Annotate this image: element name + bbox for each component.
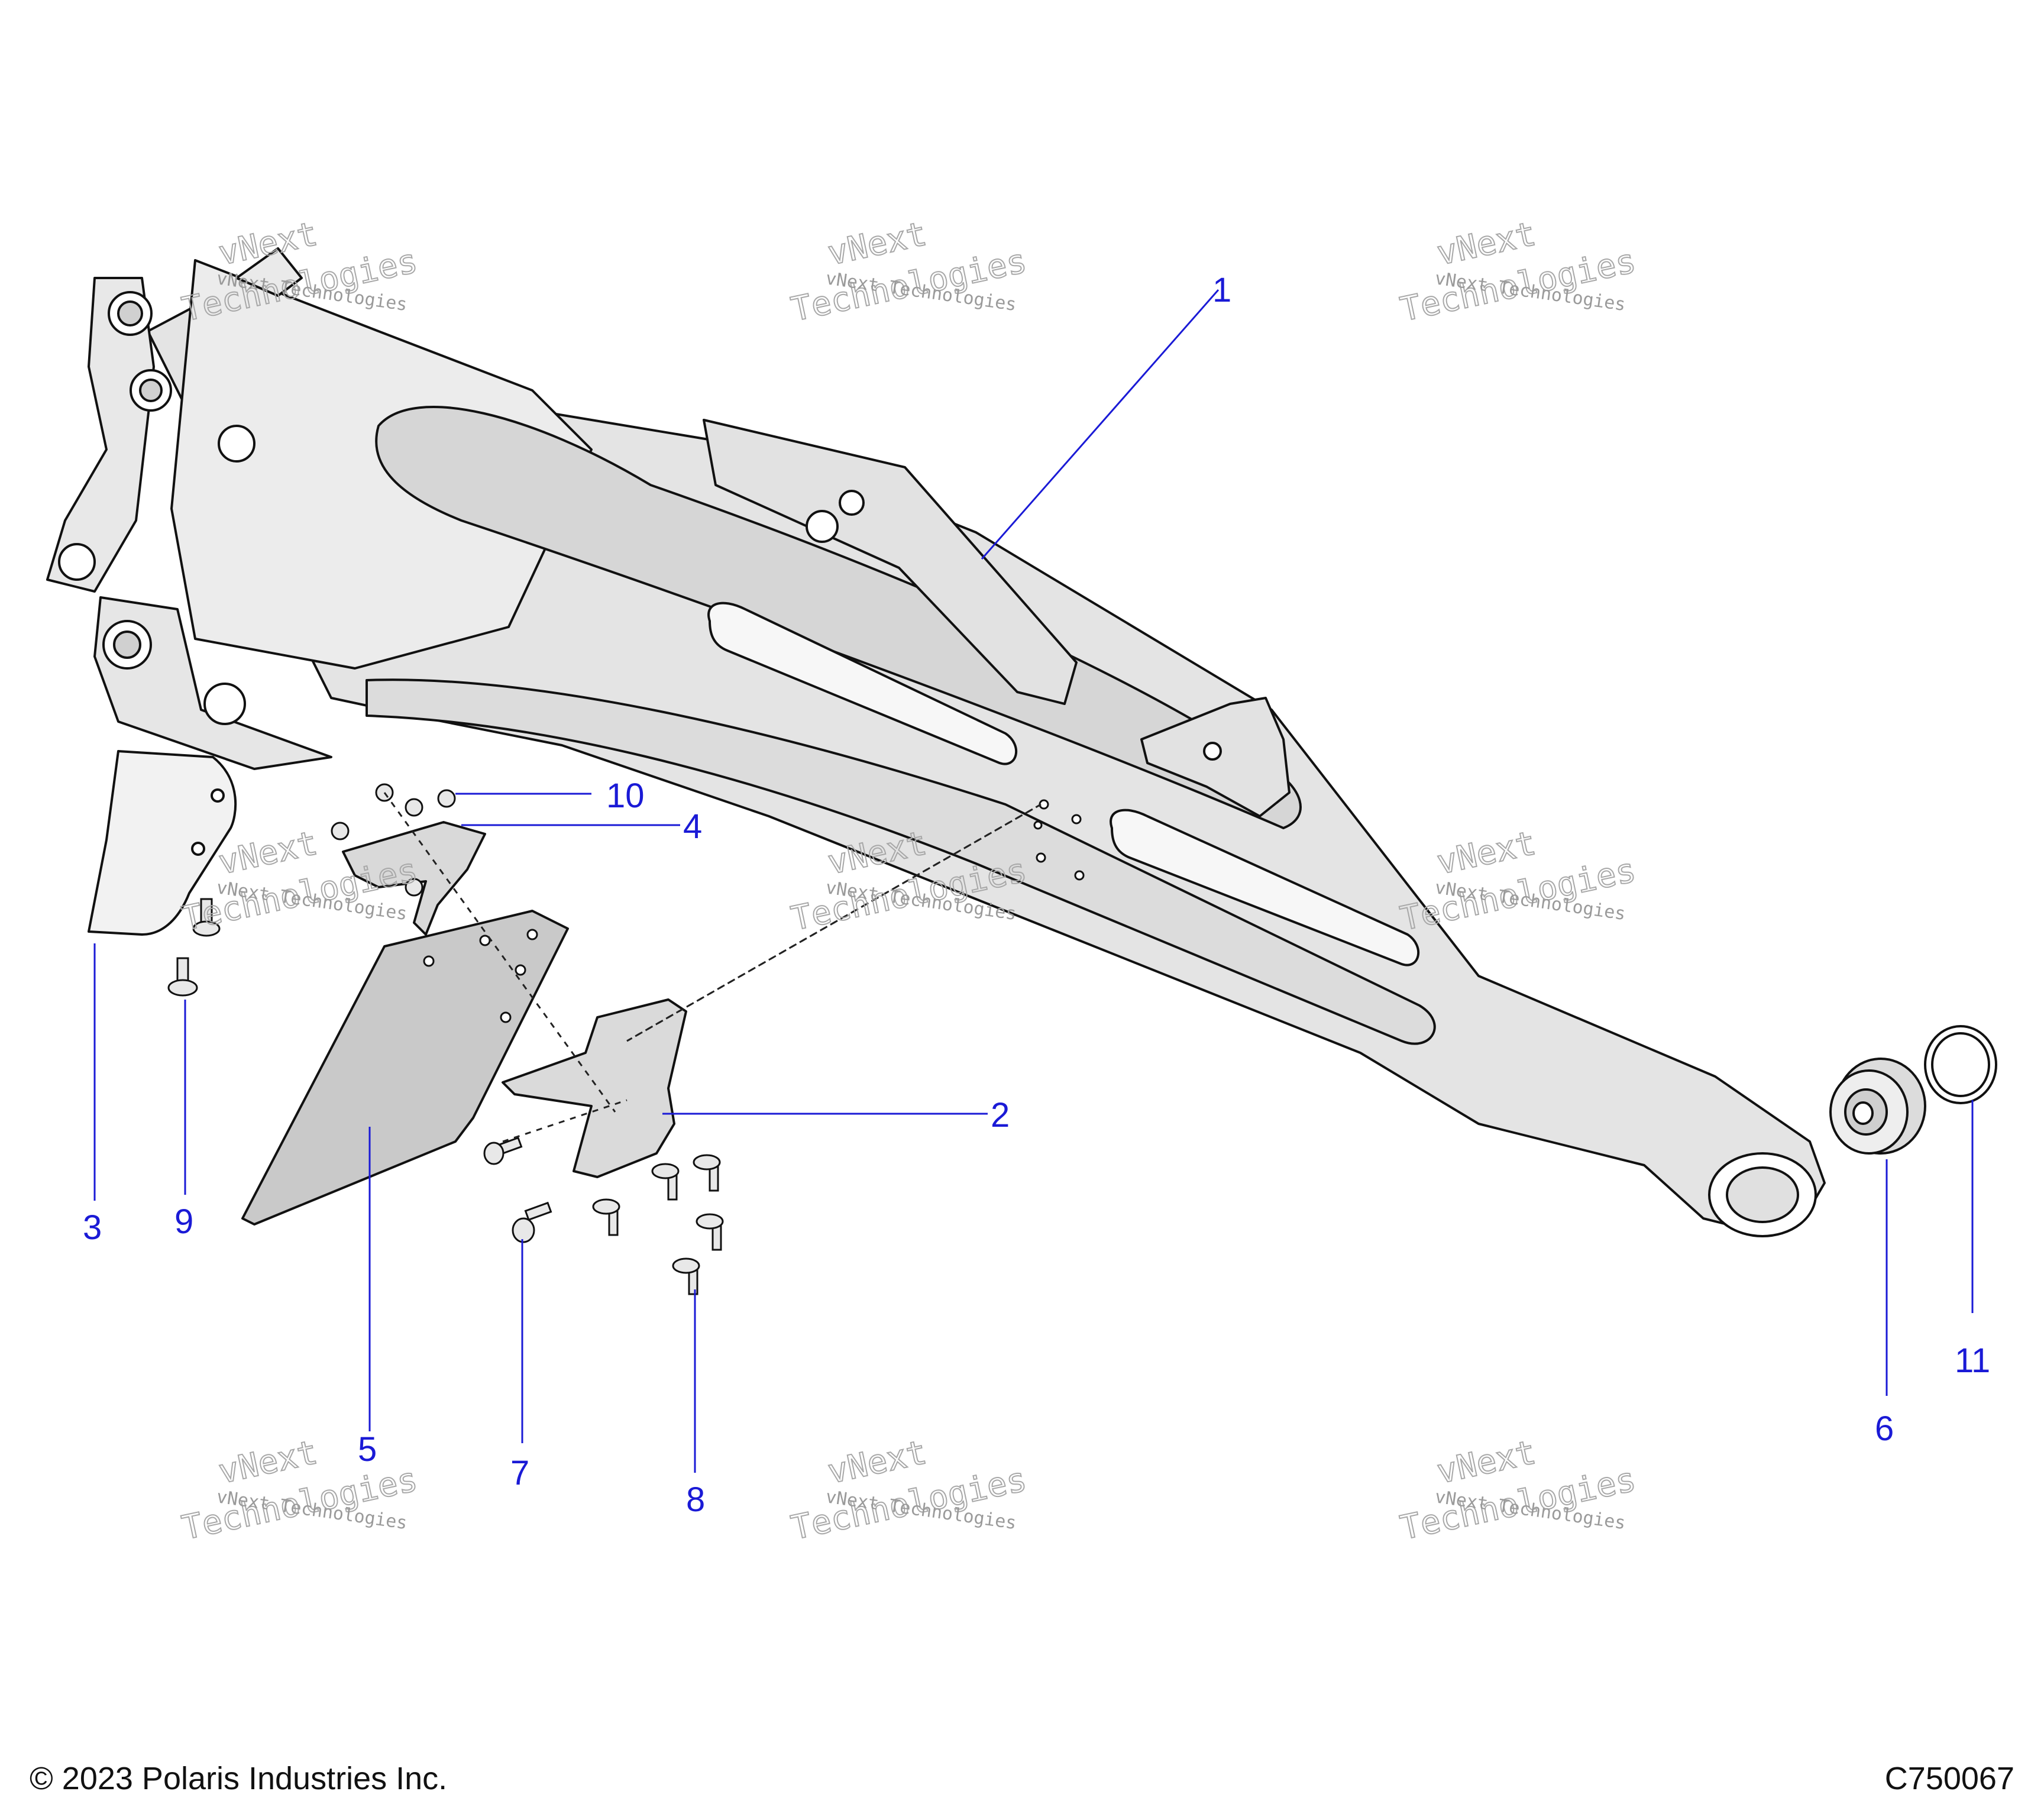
callout-6: 6 xyxy=(1875,1409,1894,1448)
bushing-part-6 xyxy=(1829,1058,1926,1155)
fasteners xyxy=(167,783,724,1295)
bolt-part-9 xyxy=(167,898,221,997)
callout-10: 10 xyxy=(606,777,645,815)
plate-part-5 xyxy=(241,910,569,1226)
callout-2: 2 xyxy=(991,1096,1010,1134)
callout-3: 3 xyxy=(83,1208,102,1247)
callout-4: 4 xyxy=(683,807,702,846)
callout-5: 5 xyxy=(358,1430,377,1469)
swingarm-part xyxy=(46,247,1826,1237)
callout-11: 11 xyxy=(1955,1341,1990,1380)
callout-8: 8 xyxy=(686,1480,705,1519)
callout-7: 7 xyxy=(510,1454,529,1492)
callout-1: 1 xyxy=(1212,271,1231,309)
diagram-id: C750067 xyxy=(1884,1761,2014,1796)
flap-part-3 xyxy=(88,750,237,936)
copyright-text: © 2023 Polaris Industries Inc. xyxy=(30,1761,448,1796)
assembly-lines xyxy=(383,792,1042,1143)
snap-ring-part-11 xyxy=(1924,1025,1997,1104)
bolt-part-7 xyxy=(483,1136,552,1243)
bolt-part-8 xyxy=(592,1154,724,1295)
callout-labels: 1 2 3 4 5 6 7 8 9 10 11 xyxy=(83,271,1990,1519)
bracket-part-2 xyxy=(502,998,687,1178)
leader-lines xyxy=(93,289,1974,1473)
nut-part-10 xyxy=(331,783,456,897)
callout-9: 9 xyxy=(174,1202,193,1241)
